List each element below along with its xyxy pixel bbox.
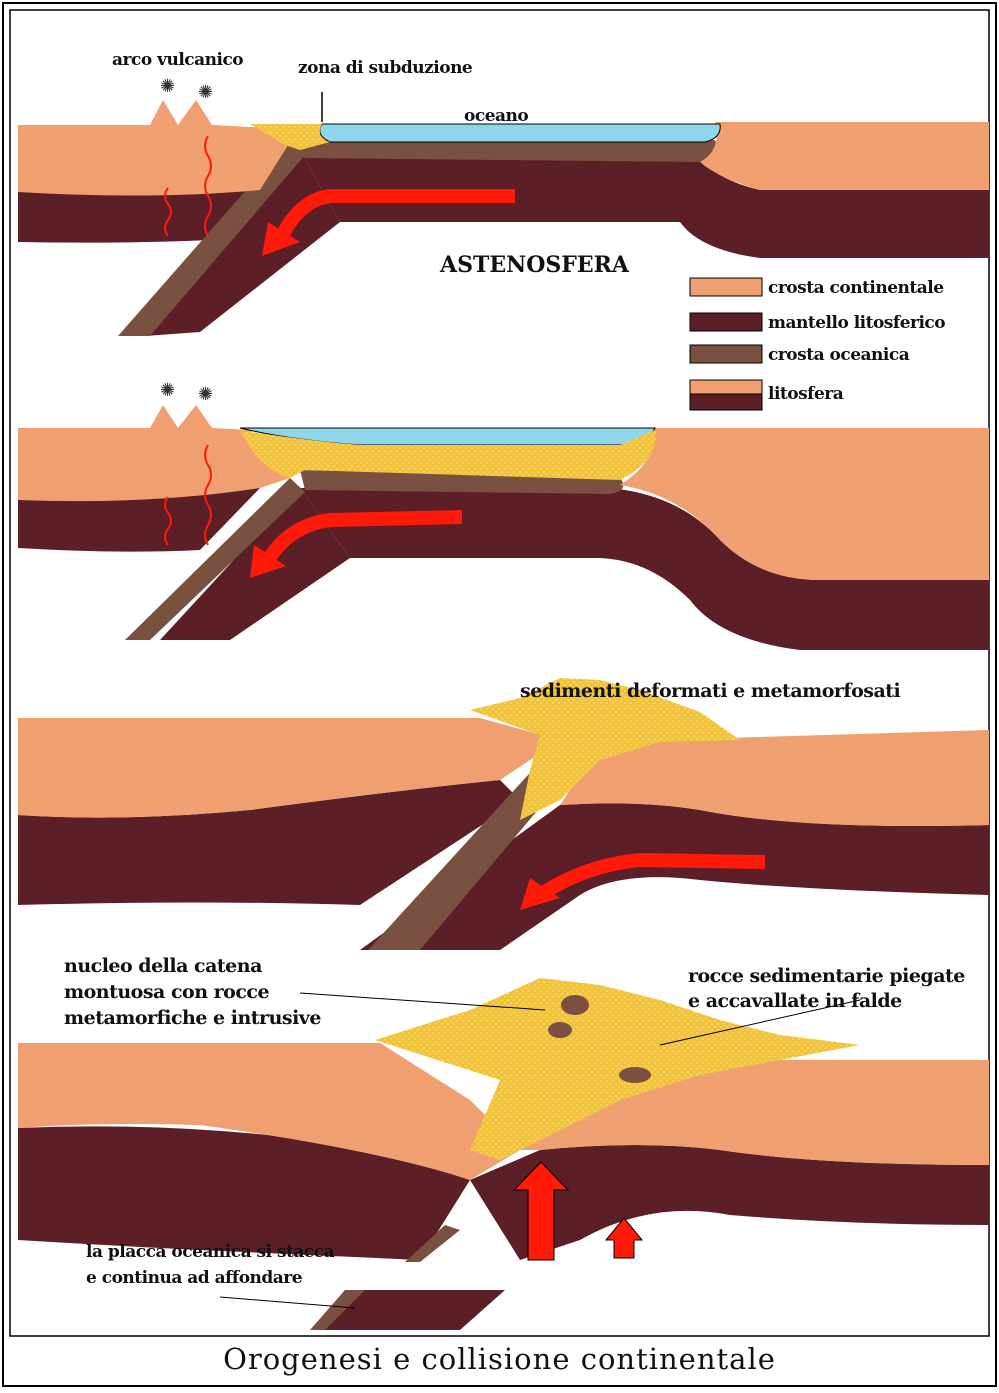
label-ocean: oceano <box>464 106 528 126</box>
p1-ocean <box>320 124 720 142</box>
svg-text:✺: ✺ <box>160 76 175 97</box>
legend-label-oceanic-crust: crosta oceanica <box>768 345 909 365</box>
p1-left-crust <box>18 100 293 196</box>
label-chain-core-line3: metamorfiche e intrusive <box>64 1007 321 1029</box>
label-folded-rocks-line1: rocce sedimentarie piegate <box>688 965 965 987</box>
label-volcanic-arc: arco vulcanico <box>112 50 243 70</box>
legend-label-lithospheric-mantle: mantello litosferico <box>768 313 945 333</box>
svg-text:✺: ✺ <box>160 380 175 401</box>
diagram-caption: Orogenesi e collisione continentale <box>0 1342 999 1376</box>
label-asthenosphere: ASTENOSFERA <box>440 252 629 278</box>
panel-2-subduction: ✺ ✺ <box>18 380 989 650</box>
label-chain-core-line2: montuosa con rocce <box>64 981 269 1003</box>
label-deformed-sediments: sedimenti deformati e metamorfosati <box>520 680 900 702</box>
svg-text:✺: ✺ <box>198 82 213 103</box>
label-folded-rocks-line2: e accavallate in falde <box>688 990 902 1012</box>
label-subduction-zone: zona di subduzione <box>298 58 472 78</box>
legend <box>690 278 762 410</box>
label-chain-core-line1: nucleo della catena <box>64 955 262 977</box>
p1-right-crust <box>700 122 989 190</box>
p2-left-crust <box>18 405 290 501</box>
label-slab-line2: e continua ad affondare <box>86 1268 302 1288</box>
svg-text:✺: ✺ <box>198 384 213 405</box>
panel-3-collision <box>18 678 989 950</box>
legend-label-lithosphere: litosfera <box>768 384 843 404</box>
legend-label-continental-crust: crosta continentale <box>768 278 944 298</box>
label-slab-line1: la placca oceanica si stacca <box>86 1242 334 1262</box>
